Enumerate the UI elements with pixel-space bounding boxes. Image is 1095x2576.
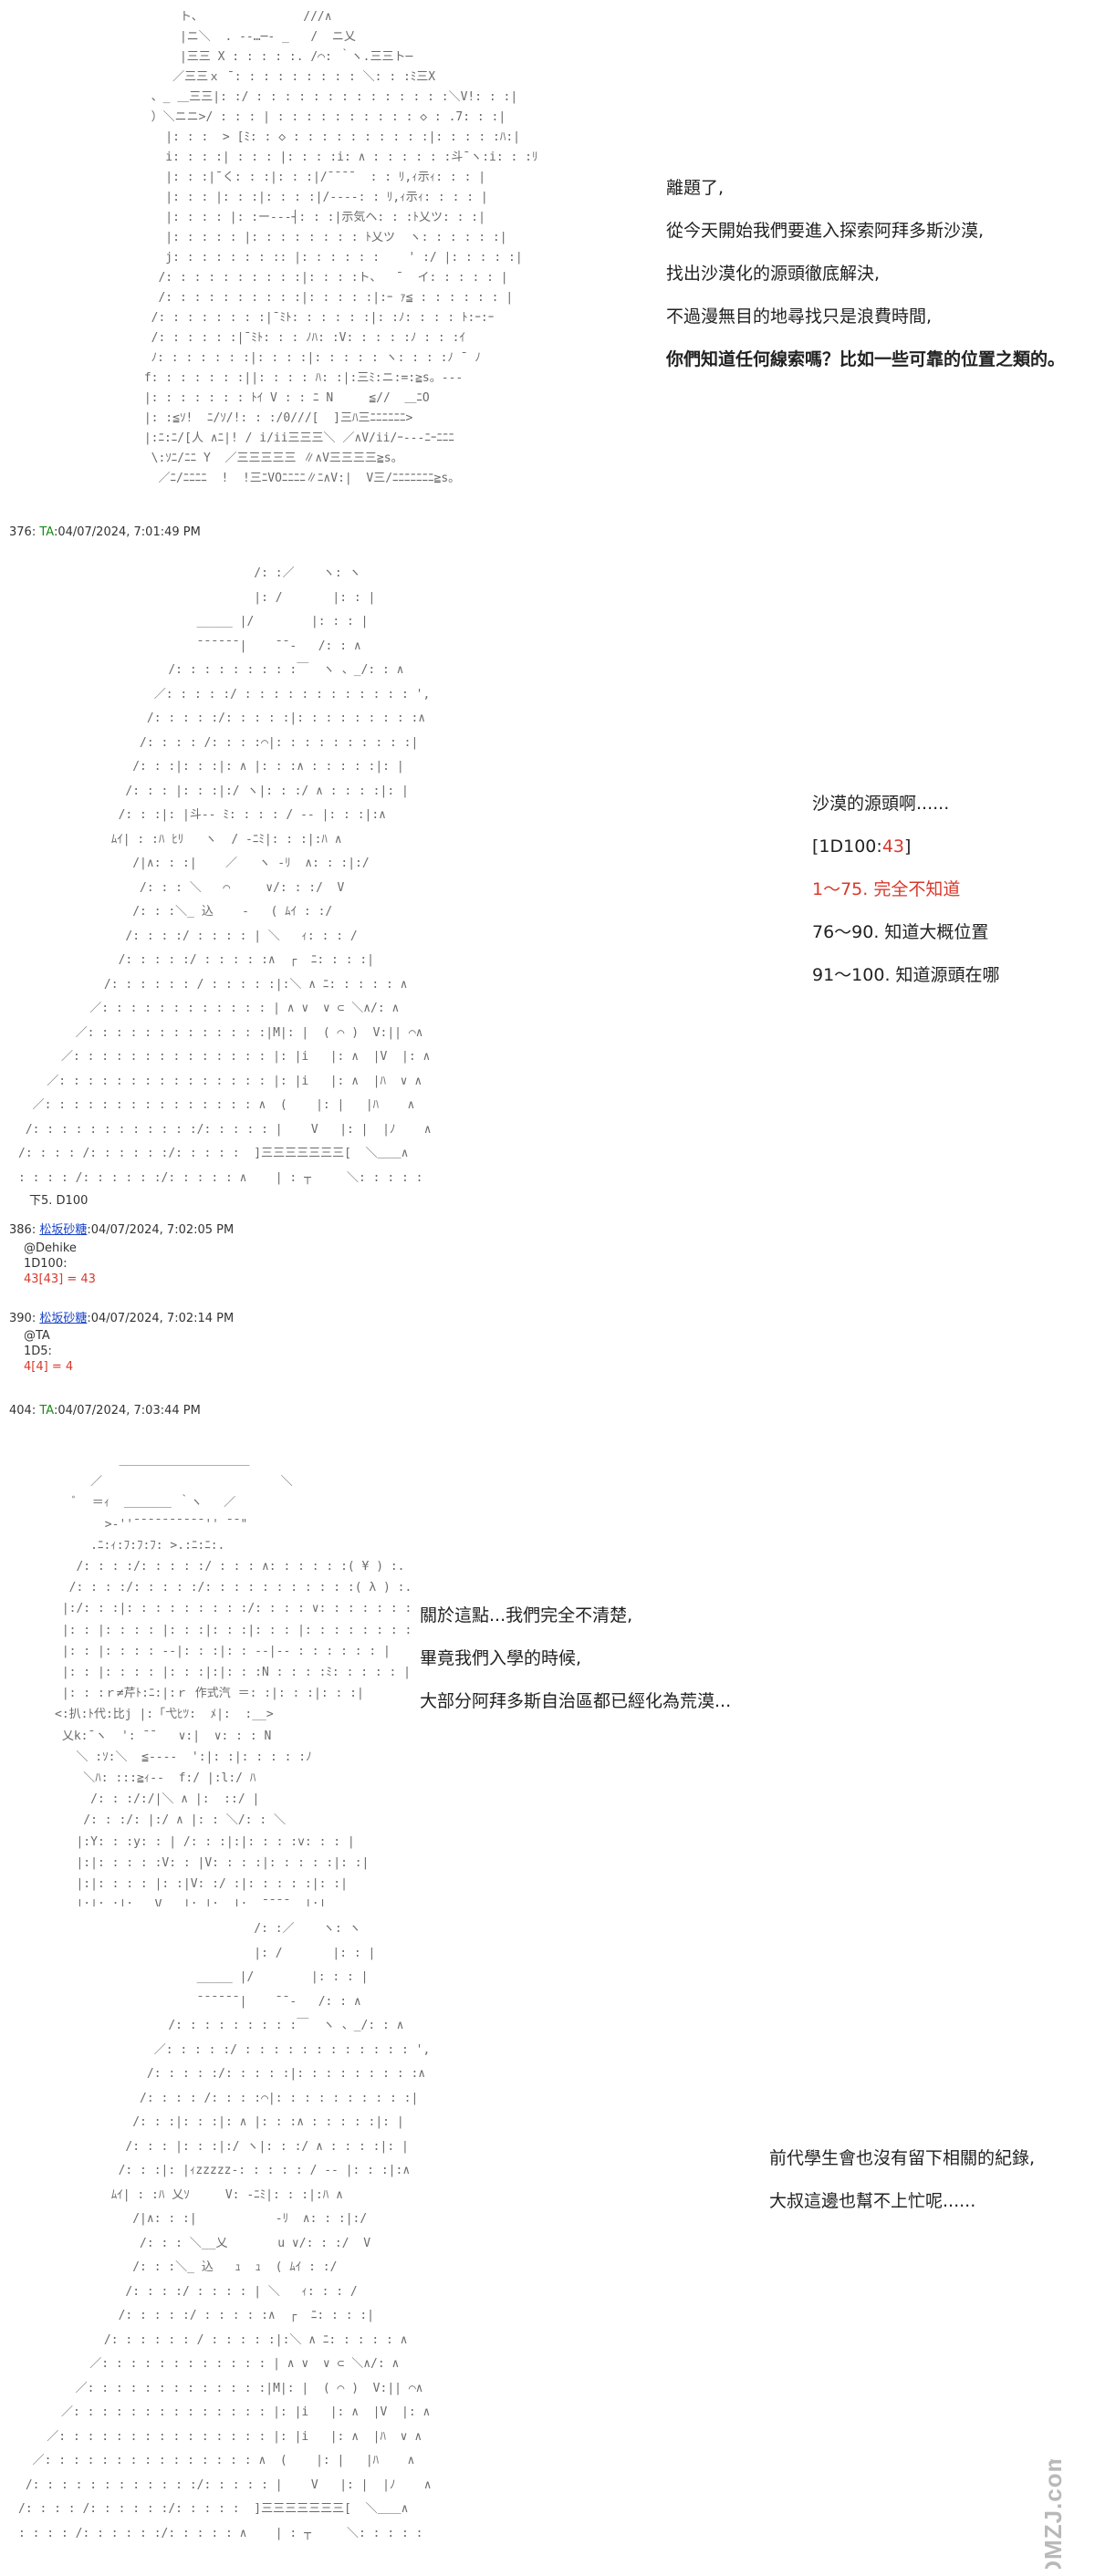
ascii-art-character-3: ＿＿＿＿＿＿＿＿＿＿＿ ／ ＼ ﾞ ＝ｨ ＿＿＿＿ ｀ヽ ／ >‐''¯¯¯¯¯…	[55, 1454, 420, 1906]
post-author[interactable]: TA	[39, 1404, 54, 1418]
dice-result: 4[4] = 4	[24, 1360, 74, 1374]
post-date: :04/07/2024, 7:01:49 PM	[53, 525, 201, 539]
dialog-line: 大部分阿拜多斯自治區都已經化為荒漠...	[420, 1691, 732, 1711]
dialog-line: 離題了,	[666, 178, 725, 198]
dialog-line: 76～90. 知道大概位置	[812, 922, 989, 942]
dialog-line: 找出沙漠化的源頭徹底解決,	[666, 264, 881, 284]
ascii-art-character-2: /: :／ ヽ: ヽ |: / |: : | _____ |/ |: : : |…	[18, 566, 432, 1185]
dialog-line: 從今天開始我們要進入探索阿拜多斯沙漠,	[666, 221, 985, 241]
post-body-386: @Dehike 1D100: 43[43] = 43	[24, 1241, 96, 1287]
post-body-390: @TA 1D5: 4[4] = 4	[24, 1328, 73, 1375]
post-author-link[interactable]: 松坂砂糖	[39, 1312, 88, 1325]
dialog-line: 91～100. 知道源頭在哪	[812, 965, 1000, 985]
post-header-404: 404: TA:04/07/2024, 7:03:44 PM	[9, 1404, 201, 1418]
dice-command: 1D100:	[24, 1257, 68, 1271]
mention[interactable]: @TA	[24, 1329, 50, 1343]
post-header-390: 390: 松坂砂糖:04/07/2024, 7:02:14 PM	[9, 1312, 235, 1325]
panel-3: ＿＿＿＿＿＿＿＿＿＿＿ ／ ＼ ﾞ ＝ｨ ＿＿＿＿ ｀ヽ ／ >‐''¯¯¯¯¯…	[0, 1441, 1095, 1916]
mention[interactable]: @Dehike	[24, 1241, 77, 1255]
dice-result: 43[43] = 43	[24, 1272, 96, 1286]
post-header-386: 386: 松坂砂糖:04/07/2024, 7:02:05 PM	[9, 1223, 235, 1237]
dialog-line: 1～75. 完全不知道	[812, 879, 961, 899]
panel-1: ト、 ///∧ |ニ＼ . -‐…─- _ / ニ乂 |三三 X : : : :…	[0, 0, 1095, 529]
dialog-box-1: 離題了, 從今天開始我們要進入探索阿拜多斯沙漠, 找出沙漠化的源頭徹底解決, 不…	[666, 167, 1065, 381]
dice-roll-line: [1D100:43]	[812, 836, 912, 857]
post-author[interactable]: TA	[39, 525, 54, 539]
post-header-376: 376: TA:04/07/2024, 7:01:49 PM	[9, 525, 201, 539]
dialog-line: 畢竟我們入學的時候,	[420, 1648, 582, 1668]
dialog-line: 你們知道任何線索嗎？比如一些可靠的位置之類的。	[666, 349, 1066, 369]
dice-command: 1D5:	[24, 1345, 52, 1358]
dialog-line: 不過漫無目的地尋找只是浪費時間,	[666, 306, 933, 327]
dialog-line: 關於這點...我們完全不清楚,	[420, 1605, 633, 1626]
panel-2: /: :／ ヽ: ヽ |: / |: : | _____ |/ |: : : |…	[0, 547, 1095, 1209]
svg-text:DMZJ.com: DMZJ.com	[1039, 2459, 1067, 2569]
post-number: 376	[9, 525, 32, 539]
dialog-line: 沙漠的源頭啊......	[812, 794, 950, 814]
dialog-line: 大叔這邊也幫不上忙呢......	[769, 2191, 976, 2211]
ascii-art-character-4: /: :／ ヽ: ヽ |: / |: : | _____ |/ |: : : |…	[18, 1922, 432, 2540]
dialog-line: 前代學生會也沒有留下相關的紀錄,	[769, 2148, 1036, 2168]
dialog-box-3: 關於這點...我們完全不清楚, 畢竟我們入學的時候, 大部分阿拜多斯自治區都已經…	[420, 1594, 731, 1723]
watermark-logo: DMZJ.com	[1031, 2450, 1091, 2576]
post-author-link[interactable]: 松坂砂糖	[39, 1223, 88, 1237]
dialog-box-4: 前代學生會也沒有留下相關的紀錄, 大叔這邊也幫不上忙呢......	[769, 2137, 1035, 2223]
panel-4: /: :／ ヽ: ヽ |: / |: : | _____ |/ |: : : |…	[0, 1906, 1095, 2576]
dialog-box-2: 沙漠的源頭啊...... [1D100:43] 1～75. 完全不知道 76～9…	[812, 783, 1000, 997]
ascii-art-character-1: ト、 ///∧ |ニ＼ . -‐…─- _ / ニ乂 |三三 X : : : :…	[143, 10, 538, 485]
roll-command: 下5. D100	[29, 1194, 89, 1208]
